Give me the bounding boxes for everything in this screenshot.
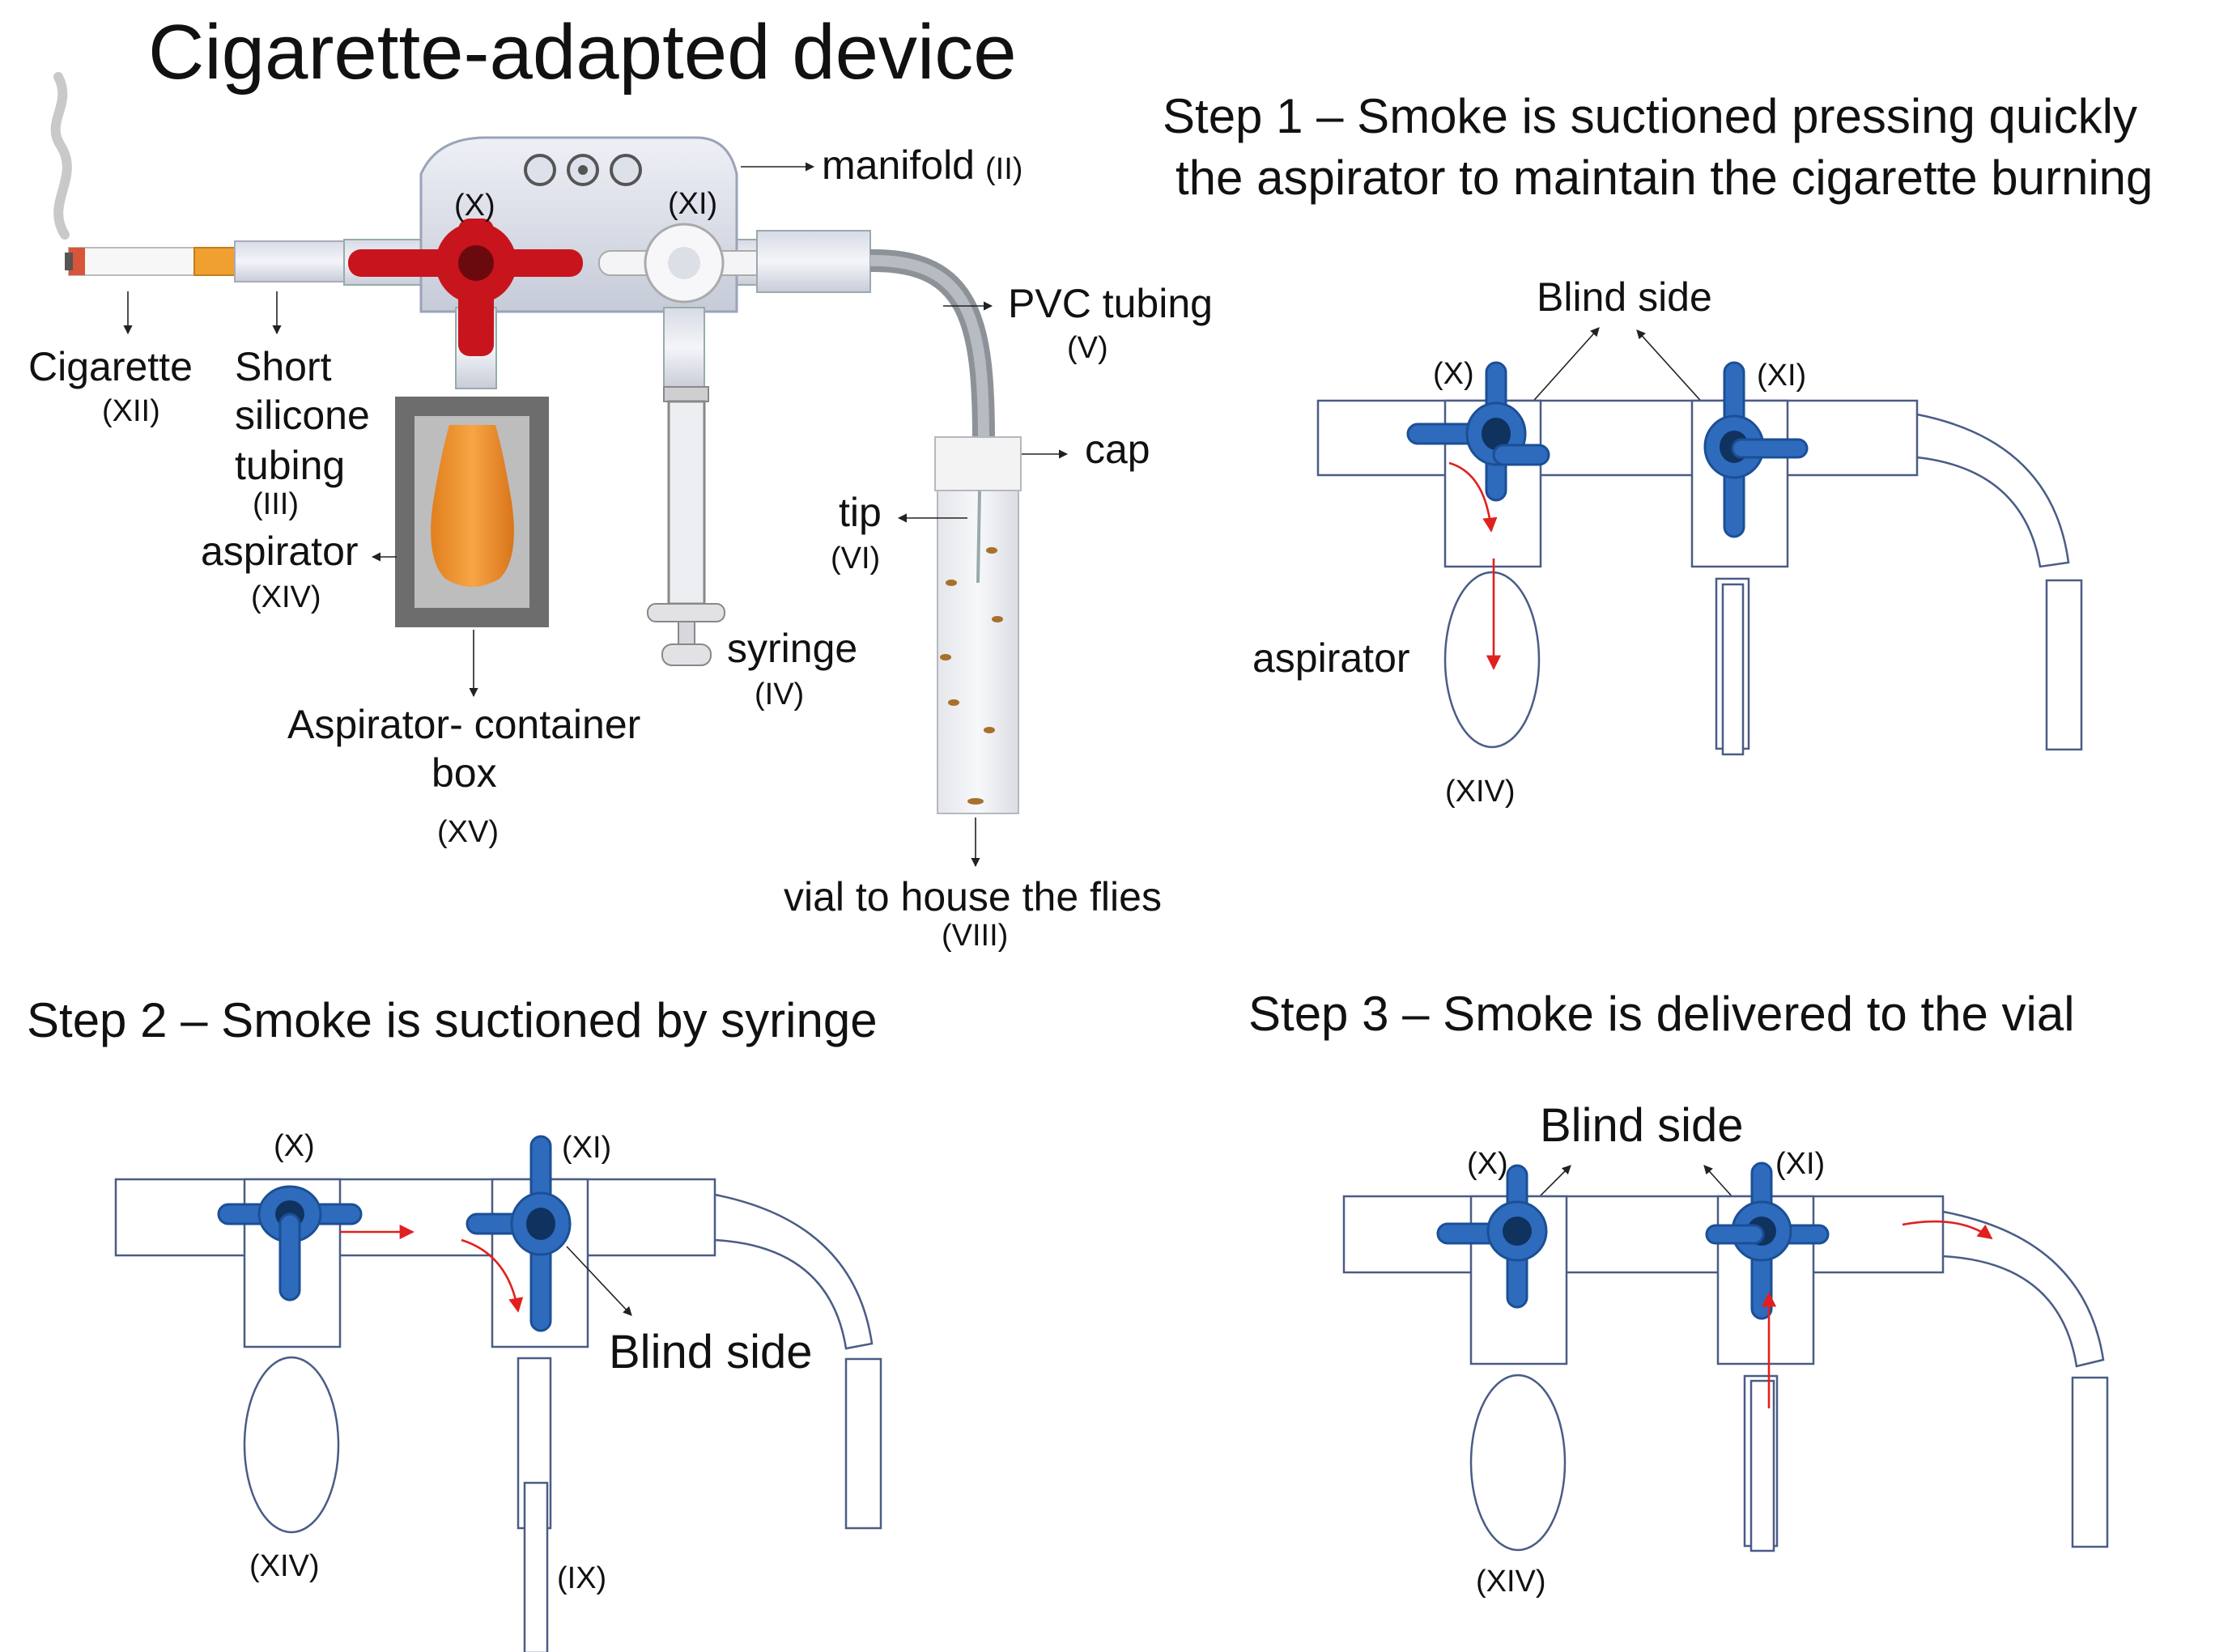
label-valve-x: (X) [454,189,495,223]
fly-vial [934,436,1022,814]
step-2-panel: Step 2 – Smoke is suctioned by syringe (… [27,993,882,1652]
label-short-2: silicone [235,393,370,438]
step-3-title: Step 3 – Smoke is delivered to the vial [1248,987,2075,1041]
step-2-valve-x [217,1185,363,1302]
label-box-1: Aspirator- container [287,702,640,747]
label-vial-num: (VIII) [942,919,1008,953]
label-short-3: tubing [235,443,345,488]
step-2-title: Step 2 – Smoke is suctioned by syringe [27,993,878,1047]
stopcock-x-red [348,219,583,356]
step-3-valve-x [1436,1164,1548,1309]
label-aspirator-num: (XIV) [251,580,321,614]
label-syringe-num: (IV) [755,677,804,711]
label-valve-xi: (XI) [668,187,717,221]
label-pvc-num: (V) [1067,331,1108,365]
step-1-panel: Step 1 – Smoke is suctioned pressing qui… [1163,89,2153,809]
label-manifold: manifold [822,142,975,188]
label-cap: cap [1085,427,1150,472]
label-manifold-num: (II) [985,152,1022,186]
label-cigarette-num: (XII) [102,394,160,428]
step-1-valve-x [1406,361,1550,502]
step-1-x-label: (X) [1433,357,1474,391]
label-vial: vial to house the flies [784,874,1162,919]
device-annotations: manifold (II) (X) (XI) PVC tubing (V) ca… [28,142,1213,953]
step-2-x-label: (X) [274,1129,315,1163]
label-box-2: box [432,750,497,796]
step-3-blind-side: Blind side [1540,1099,1743,1152]
aspirator-container-box [395,397,549,627]
step-2-xiv-label: (XIV) [249,1549,320,1583]
label-pvc-tubing: PVC tubing [1008,281,1213,326]
label-tip: tip [839,490,882,535]
step-1-title-line-2: the aspirator to maintain the cigarette … [1176,151,2153,205]
label-box-num: (XV) [437,815,499,849]
step-3-valve-xi [1705,1161,1830,1320]
cigarette-icon [65,247,236,276]
step-3-x-label: (X) [1467,1147,1508,1181]
step-1-xi-label: (XI) [1757,359,1806,393]
step-1-blind-side: Blind side [1537,274,1712,320]
pvc-tubing [869,248,995,442]
device-illustration [50,72,1022,814]
label-short-1: Short [235,344,332,389]
label-syringe: syringe [727,626,857,671]
step-2-blind-side: Blind side [609,1326,812,1378]
label-cigarette: Cigarette [28,344,193,389]
step-3-xi-label: (XI) [1775,1147,1825,1181]
stopcock-xi-white [598,223,770,304]
step-1-valve-xi [1703,361,1809,538]
smoke [50,72,72,240]
page-title: Cigarette-adapted device [148,9,1017,96]
label-tip-num: (VI) [831,541,880,575]
step-2-valve-xi [466,1135,572,1332]
label-aspirator: aspirator [201,529,359,574]
step-1-title-line-1: Step 1 – Smoke is suctioned pressing qui… [1163,89,2137,143]
step-2-xi-label: (XI) [562,1131,611,1165]
step-1-aspirator-label: aspirator [1252,635,1410,681]
step-2-ix-label: (IX) [557,1561,606,1595]
step-3-xiv-label: (XIV) [1476,1565,1546,1599]
short-silicone-tubing [234,240,349,282]
label-short-num: (III) [253,487,299,521]
step-1-xiv-label: (XIV) [1445,775,1516,809]
syringe-icon [647,386,725,666]
step-3-panel: Step 3 – Smoke is delivered to the vial … [1248,987,2109,1599]
